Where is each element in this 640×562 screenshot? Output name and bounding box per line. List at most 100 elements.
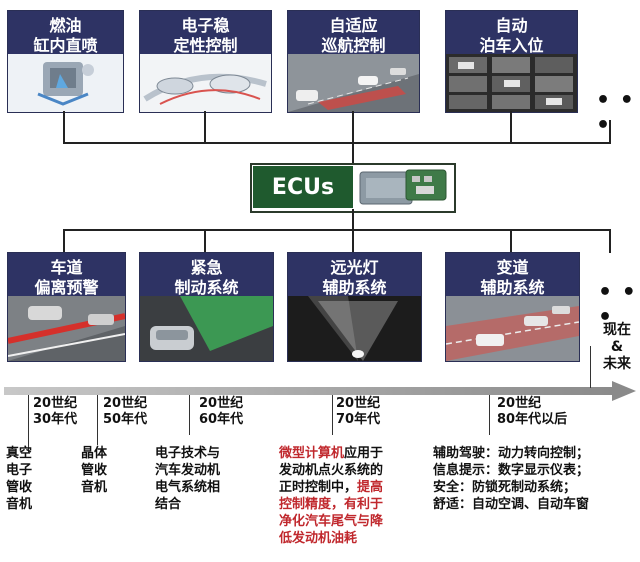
desc-text: 正时控制中，	[279, 480, 357, 495]
card-gdi: 燃油 缸内直喷	[7, 10, 124, 113]
card-title-line1: 远光灯	[288, 258, 421, 278]
card-header: 车道 偏离预警	[8, 253, 125, 296]
desc-line: 舒适：自动空调、自动车窗	[433, 496, 589, 513]
highlight-microcomputer: 微型计算机	[279, 446, 344, 461]
card-title-line1: 变道	[446, 258, 579, 278]
connector	[63, 111, 65, 143]
highlight-text: 提高	[357, 480, 383, 495]
card-title-line2: 辅助系统	[288, 278, 421, 298]
connector	[609, 229, 611, 253]
era-1960s: 20世纪 60年代	[199, 396, 243, 428]
now-line3: 未来	[595, 356, 639, 373]
era-line2: 80年代以后	[497, 412, 567, 428]
engine-injection-image	[8, 54, 123, 112]
connector	[352, 111, 354, 163]
connector	[204, 111, 206, 143]
card-header: 自适应 巡航控制	[288, 11, 419, 54]
era-line2: 30年代	[33, 412, 77, 428]
era-1970s: 20世纪 70年代	[336, 396, 380, 428]
auto-parking-image	[446, 54, 577, 112]
connector	[204, 229, 206, 252]
desc-line: 音机	[81, 479, 107, 496]
lane-departure-image	[8, 296, 125, 361]
connector	[63, 142, 610, 144]
ecu-module-image	[356, 166, 450, 208]
timeline-tick	[189, 395, 190, 435]
era-line1: 20世纪	[103, 396, 147, 412]
now-line2: &	[595, 339, 639, 356]
card-title-line2: 泊车入位	[446, 36, 577, 56]
connector	[609, 120, 611, 144]
desc-line: 发动机点火系统的	[279, 462, 383, 479]
desc-1930s: 真空 电子 管收 音机	[6, 445, 32, 513]
desc-line: 晶体	[81, 445, 107, 462]
era-line2: 60年代	[199, 412, 243, 428]
desc-line: 信息提示：数字显示仪表；	[433, 462, 589, 479]
ecu-label: ECUs	[253, 166, 353, 208]
now-and-future-label: 现在 & 未来	[595, 322, 639, 373]
desc-line: 辅助驾驶：动力转向控制；	[433, 445, 589, 462]
card-title-line1: 车道	[8, 258, 125, 278]
stability-control-image	[140, 54, 271, 112]
desc-line-highlight: 低发动机油耗	[279, 530, 383, 547]
desc-1950s: 晶体 管收 音机	[81, 445, 107, 496]
card-title-line2: 定性控制	[140, 36, 271, 56]
timeline-tick	[590, 346, 591, 388]
desc-line-highlight: 净化汽车尾气与降	[279, 513, 383, 530]
high-beam-image	[288, 296, 421, 361]
era-line1: 20世纪	[497, 396, 567, 412]
desc-1970s: 微型计算机应用于 发动机点火系统的 正时控制中，提高 控制精度，有利于 净化汽车…	[279, 445, 383, 547]
connector	[352, 209, 354, 230]
card-title-line1: 燃油	[8, 16, 123, 36]
now-line1: 现在	[595, 322, 639, 339]
desc-1960s: 电子技术与 汽车发动机 电气系统相 结合	[155, 445, 220, 513]
lane-change-image	[446, 296, 579, 361]
desc-line: 电子技术与	[155, 445, 220, 462]
card-high-beam: 远光灯 辅助系统	[287, 252, 422, 362]
connector	[510, 111, 512, 143]
card-lane-change: 变道 辅助系统	[445, 252, 580, 362]
card-header: 远光灯 辅助系统	[288, 253, 421, 296]
emergency-braking-image	[140, 296, 273, 361]
timeline-tick	[332, 395, 333, 435]
card-header: 自动 泊车入位	[446, 11, 577, 54]
desc-line: 电子	[6, 462, 32, 479]
connector	[63, 229, 65, 252]
era-line1: 20世纪	[336, 396, 380, 412]
desc-line: 安全：防锁死制动系统；	[433, 479, 589, 496]
desc-line: 真空	[6, 445, 32, 462]
desc-line-highlight: 控制精度，有利于	[279, 496, 383, 513]
timeline-tick	[97, 395, 98, 445]
card-title-line1: 电子稳	[140, 16, 271, 36]
desc-1980s: 辅助驾驶：动力转向控制； 信息提示：数字显示仪表； 安全：防锁死制动系统； 舒适…	[433, 445, 589, 513]
card-header: 变道 辅助系统	[446, 253, 579, 296]
timeline-tick	[489, 395, 490, 435]
connector	[510, 229, 512, 252]
card-header: 电子稳 定性控制	[140, 11, 271, 54]
adaptive-cruise-image	[288, 54, 419, 112]
connector	[63, 229, 610, 231]
desc-line: 结合	[155, 496, 220, 513]
era-1930s: 20世纪 30年代	[33, 396, 77, 428]
card-lane-departure: 车道 偏离预警	[7, 252, 126, 362]
card-header: 紧急 制动系统	[140, 253, 273, 296]
era-line1: 20世纪	[33, 396, 77, 412]
desc-line: 管收	[81, 462, 107, 479]
card-title-line1: 自适应	[288, 16, 419, 36]
card-title-line2: 制动系统	[140, 278, 273, 298]
card-title-line2: 偏离预警	[8, 278, 125, 298]
desc-line: 汽车发动机	[155, 462, 220, 479]
card-title-line2: 巡航控制	[288, 36, 419, 56]
card-header: 燃油 缸内直喷	[8, 11, 123, 54]
era-line2: 70年代	[336, 412, 380, 428]
desc-line: 正时控制中，提高	[279, 479, 383, 496]
connector	[352, 229, 354, 252]
card-title-line2: 辅助系统	[446, 278, 579, 298]
card-title-line1: 自动	[446, 16, 577, 36]
card-acc: 自适应 巡航控制	[287, 10, 420, 113]
card-title-line2: 缸内直喷	[8, 36, 123, 56]
desc-line: 电气系统相	[155, 479, 220, 496]
more-features-ellipsis-top: • • •	[596, 88, 640, 138]
era-1950s: 20世纪 50年代	[103, 396, 147, 428]
card-parking: 自动 泊车入位	[445, 10, 578, 113]
